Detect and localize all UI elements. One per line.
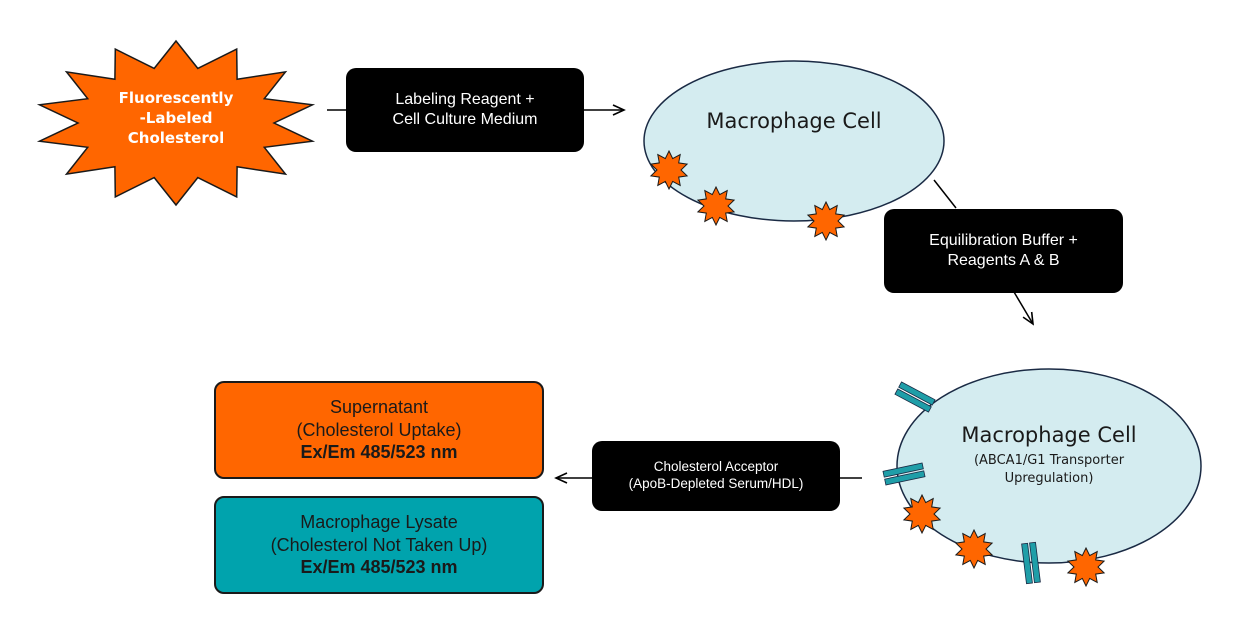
fluorescent-cholesterol-starburst [36,39,316,207]
labeling-step-box: Labeling Reagent + Cell Culture Medium [346,68,584,152]
lysate-title: Macrophage Lysate [300,512,458,533]
abcg1-transporter [1021,541,1041,585]
acceptor-step-line-2: (ApoB-Depleted Serum/HDL) [628,476,804,491]
acceptor-step-line-1: Cholesterol Acceptor [653,459,779,475]
arrow-equilibration-to-cell [1013,291,1034,326]
cholesterol-marker [1066,546,1106,588]
lysate-subtitle: (Cholesterol Not Taken Up) [270,534,488,555]
supernatant-subtitle: (Cholesterol Uptake) [296,419,462,440]
macrophage-cell-1 [643,60,945,222]
macrophage-cell-1-title: Macrophage Cell [706,109,881,133]
supernatant-result-box: Supernatant (Cholesterol Uptake) Ex/Em 4… [214,381,544,479]
supernatant-title: Supernatant [329,397,429,418]
labeling-step-line-1: Labeling Reagent + [395,91,535,108]
supernatant-wavelength: Ex/Em 485/523 nm [300,442,458,463]
source-label-line-1: Fluorescently [119,89,234,107]
equilibration-step-line-1: Equilibration Buffer + [929,232,1078,249]
macrophage-cell-2-subtitle-line-2: Upregulation) [1005,471,1094,486]
cholesterol-marker [649,149,689,191]
equilibration-step-line-2: Reagents A & B [947,252,1060,269]
source-label-line-3: Cholesterol [128,129,224,147]
acceptor-step-box: Cholesterol Acceptor (ApoB-Depleted Seru… [592,441,840,511]
macrophage-cell-2-title: Macrophage Cell [961,423,1136,447]
equilibration-step-box: Equilibration Buffer + Reagents A & B [884,209,1123,293]
source-label-line-2: -Labeled [140,109,213,127]
macrophage-cell-2 [896,368,1202,564]
cholesterol-marker [954,528,994,570]
lysate-wavelength: Ex/Em 485/523 nm [300,557,458,578]
abca1-transporter [882,462,926,486]
abca1-transporter [894,381,936,413]
cholesterol-marker [696,185,736,227]
cholesterol-marker [806,200,846,242]
labeling-step-line-2: Cell Culture Medium [392,111,538,128]
macrophage-cell-2-subtitle-line-1: (ABCA1/G1 Transporter [974,453,1125,468]
lysate-result-box: Macrophage Lysate (Cholesterol Not Taken… [214,496,544,594]
arrow-cell-to-equilibration [933,179,957,209]
cholesterol-marker [902,493,942,535]
